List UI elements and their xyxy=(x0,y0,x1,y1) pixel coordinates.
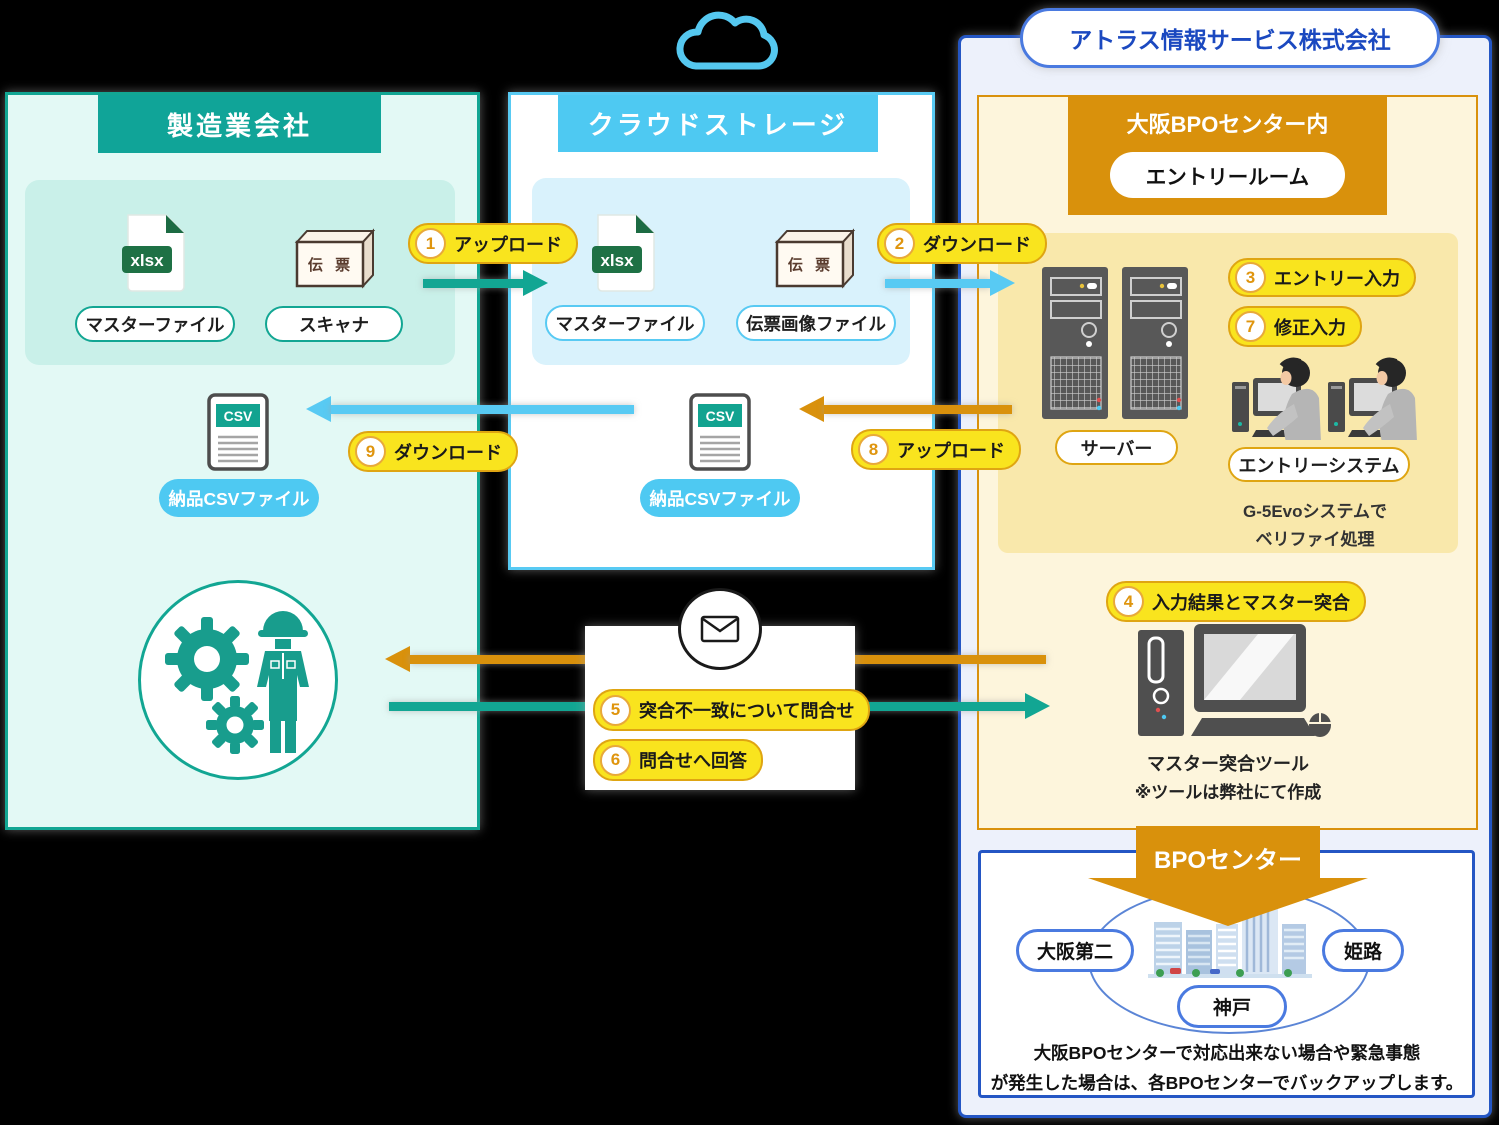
entry-room-pill: エントリールーム xyxy=(1110,152,1345,198)
arrow-upload-1-shaft xyxy=(423,279,525,288)
mail-icon xyxy=(678,588,762,670)
step-7-correction-input: 7 修正入力 xyxy=(1228,306,1362,347)
cloud-icon xyxy=(662,2,794,74)
scanner-pill: スキャナ xyxy=(265,306,403,342)
step-7-label: 修正入力 xyxy=(1274,317,1346,338)
slip-label: 伝 票 xyxy=(788,256,834,274)
csv-label: CSV xyxy=(224,408,253,424)
csv-label: CSV xyxy=(706,408,735,424)
step-4-label: 入力結果とマスター突合 xyxy=(1152,592,1350,613)
arrow-upload-8-head xyxy=(799,396,824,422)
step-9-download: 9 ダウンロード xyxy=(348,431,518,472)
atlas-title-pill: アトラス情報サービス株式会社 xyxy=(1020,8,1440,68)
step-3-number: 3 xyxy=(1235,262,1266,293)
arrow-download-2-shaft xyxy=(885,279,990,288)
step-2-download: 2 ダウンロード xyxy=(877,223,1047,264)
verify-note-line2: ベリファイ処理 xyxy=(1255,530,1375,549)
master-file-pill-left: マスターファイル xyxy=(75,306,235,342)
arrow-answer-6-head xyxy=(1025,693,1050,719)
step-7-number: 7 xyxy=(1235,311,1266,342)
xlsx-label: xlsx xyxy=(600,251,634,270)
xlsx-file-icon-cloud: xlsx xyxy=(592,213,658,293)
step-5-label: 突合不一致について問合せ xyxy=(639,701,855,721)
step-3-entry-input: 3 エントリー入力 xyxy=(1228,258,1416,297)
step-1-upload: 1 アップロード xyxy=(408,223,578,264)
site-pill-kobe: 神戸 xyxy=(1177,985,1287,1028)
arrow-inquiry-5-head xyxy=(385,646,410,672)
cloud-storage-panel-title: クラウドストレージ xyxy=(558,95,878,152)
step-1-number: 1 xyxy=(415,228,446,259)
slip-label: 伝 票 xyxy=(308,256,354,274)
step-6-inquiry-answer: 6 問合せへ回答 xyxy=(593,739,763,781)
site-pill-osaka-daini: 大阪第二 xyxy=(1016,929,1134,972)
arrow-download-9-head xyxy=(306,396,331,422)
backup-note-line2: が発生した場合は、各BPOセンターでバックアップします。 xyxy=(990,1073,1464,1093)
manufacturing-worker-icon xyxy=(138,580,338,780)
step-8-upload: 8 アップロード xyxy=(851,429,1021,470)
master-file-pill-cloud: マスターファイル xyxy=(545,305,705,341)
step-9-number: 9 xyxy=(355,436,386,467)
arrow-upload-8-shaft xyxy=(824,405,1012,414)
bpo-banner-arrow: BPOセンター xyxy=(1088,826,1368,926)
step-2-label: ダウンロード xyxy=(923,234,1031,255)
arrow-download-2-head xyxy=(990,270,1015,296)
step-1-label: アップロード xyxy=(454,234,562,255)
step-4-master-matching: 4 入力結果とマスター突合 xyxy=(1106,581,1366,622)
site-pill-himeji: 姫路 xyxy=(1322,929,1404,972)
slip-box-icon-cloud: 伝 票 xyxy=(773,228,855,290)
xlsx-label: xlsx xyxy=(130,251,164,270)
tool-label: マスター突合ツール xyxy=(1147,754,1309,774)
backup-note-line1: 大阪BPOセンターで対応出来ない場合や緊急事態 xyxy=(1033,1043,1421,1063)
server-towers-icon xyxy=(1040,264,1190,422)
csv-file-icon-cloud: CSV xyxy=(689,393,751,471)
step-8-number: 8 xyxy=(858,434,889,465)
step-6-label: 問合せへ回答 xyxy=(639,751,747,771)
matching-tool-computer-icon xyxy=(1136,622,1331,746)
xlsx-file-icon: xlsx xyxy=(122,213,188,293)
step-5-mismatch-inquiry: 5 突合不一致について問合せ xyxy=(593,689,871,731)
delivery-csv-pill-cloud: 納品CSVファイル xyxy=(640,479,800,517)
step-5-number: 5 xyxy=(600,694,631,726)
slip-box-icon: 伝 票 xyxy=(293,228,375,290)
step-9-label: ダウンロード xyxy=(394,442,502,463)
delivery-csv-pill-left: 納品CSVファイル xyxy=(159,479,319,517)
verify-note-line1: G-5Evoシステムで xyxy=(1242,502,1387,521)
step-4-number: 4 xyxy=(1113,586,1144,617)
entry-system-pill: エントリーシステム xyxy=(1228,447,1410,482)
tool-note: ※ツールは弊社にて作成 xyxy=(1134,783,1322,802)
osaka-bpo-header-label: 大阪BPOセンター内 xyxy=(1126,112,1329,137)
entry-operators-icon xyxy=(1230,350,1420,440)
arrow-download-9-shaft xyxy=(331,405,634,414)
server-pill: サーバー xyxy=(1055,430,1178,465)
step-8-label: アップロード xyxy=(897,440,1005,461)
step-2-number: 2 xyxy=(884,228,915,259)
step-6-number: 6 xyxy=(600,744,631,776)
arrow-upload-1-head xyxy=(523,270,548,296)
step-3-label: エントリー入力 xyxy=(1274,268,1400,289)
bpo-banner-label: BPOセンター xyxy=(1154,847,1302,874)
manufacturer-panel-title: 製造業会社 xyxy=(98,95,381,153)
csv-file-icon-left: CSV xyxy=(207,393,269,471)
slip-image-pill: 伝票画像ファイル xyxy=(736,305,896,341)
